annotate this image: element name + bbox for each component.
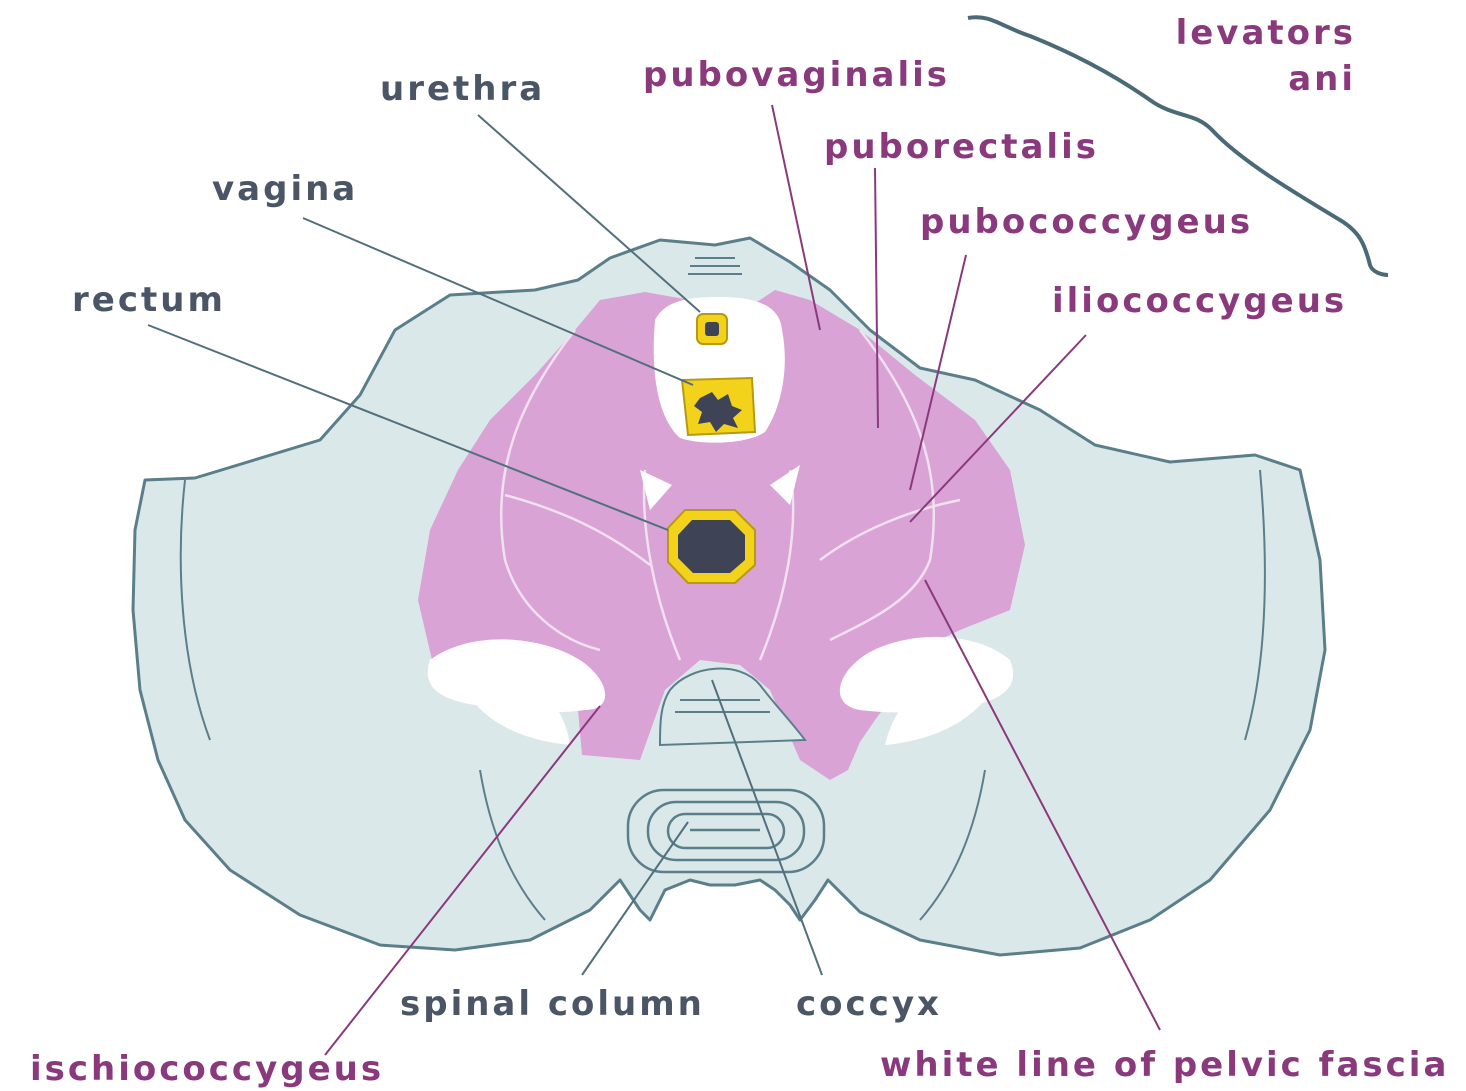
rectum-lumen: [678, 520, 745, 573]
label-ani: ani: [1288, 62, 1356, 96]
label-urethra: urethra: [380, 72, 545, 106]
label-puborectalis: puborectalis: [824, 130, 1099, 164]
label-rectum: rectum: [72, 283, 226, 317]
label-ischiococcygeus: ischiococcygeus: [30, 1052, 384, 1086]
label-pubococcygeus: pubococcygeus: [920, 205, 1253, 239]
label-spinal-column: spinal column: [400, 987, 705, 1021]
label-levators: levators: [1176, 16, 1356, 50]
label-pubovaginalis: pubovaginalis: [643, 58, 950, 92]
label-white-line: white line of pelvic fascia: [880, 1048, 1449, 1082]
label-vagina: vagina: [212, 172, 358, 206]
urethra-lumen: [705, 322, 719, 336]
label-iliococcygeus: iliococcygeus: [1052, 284, 1347, 318]
label-coccyx: coccyx: [796, 987, 942, 1021]
